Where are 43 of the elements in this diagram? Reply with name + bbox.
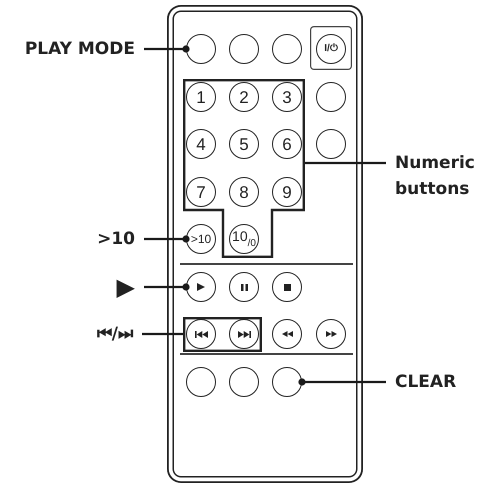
round-button — [229, 367, 259, 397]
leader-line — [298, 378, 386, 386]
group-outline — [183, 317, 262, 352]
round-button: 10$_{/0}$ — [229, 224, 259, 254]
round-button: 5 — [229, 129, 259, 159]
callout-label: CLEAR — [395, 369, 456, 395]
leader-line — [305, 162, 386, 164]
round-button — [316, 82, 346, 112]
round-button: I/⏻ — [316, 34, 346, 64]
round-button — [186, 367, 216, 397]
round-button — [186, 34, 216, 64]
leader-line — [144, 45, 190, 53]
round-button — [272, 34, 302, 64]
round-button: 2 — [229, 82, 259, 112]
leader-line — [142, 332, 183, 336]
round-button — [229, 319, 259, 349]
callout-label: Numeric buttons — [395, 150, 475, 202]
button-frame — [310, 26, 352, 70]
round-button: 8 — [229, 177, 259, 207]
round-button: 3 — [272, 82, 302, 112]
round-button — [186, 272, 216, 302]
round-button: 4 — [186, 129, 216, 159]
round-button — [272, 272, 302, 302]
round-button — [229, 34, 259, 64]
round-button — [316, 129, 346, 159]
callout-label: >10 — [97, 226, 135, 252]
round-button: 1 — [186, 82, 216, 112]
round-button — [316, 319, 346, 349]
round-button: 7 — [186, 177, 216, 207]
round-button — [229, 272, 259, 302]
round-button: 6 — [272, 129, 302, 159]
remote-control-body — [167, 5, 363, 483]
callout-label: PLAY MODE — [24, 36, 135, 62]
leader-line — [144, 235, 190, 243]
callout-label: ⏮/⏭ — [96, 321, 133, 347]
round-button: 9 — [272, 177, 302, 207]
leader-line — [144, 283, 190, 291]
callout-label: ▶ — [116, 274, 135, 300]
round-button — [186, 319, 216, 349]
round-button — [272, 319, 302, 349]
round-button — [272, 367, 302, 397]
group-outline — [183, 79, 305, 258]
round-button: >10 — [186, 224, 216, 254]
